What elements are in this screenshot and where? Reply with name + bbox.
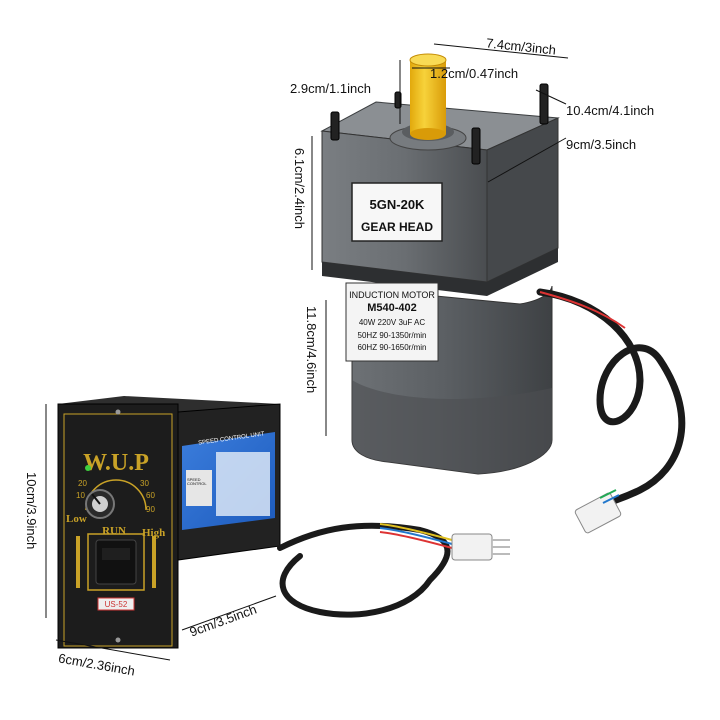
dim-housing-depth: 9cm/3.5inch [566, 137, 637, 152]
controller-side-diagram [216, 452, 270, 516]
scale-20: 20 [78, 479, 87, 488]
gearhead-label-line1: 5GN-20K [370, 197, 426, 212]
low-label: Low [66, 513, 87, 525]
motor-cable-wires [539, 291, 626, 329]
scale-60: 60 [146, 491, 155, 500]
output-shaft [389, 53, 467, 151]
switch-bezel [87, 533, 145, 591]
high-label: High [142, 527, 165, 539]
motor-label-line4: 50HZ 90-1350r/min [358, 331, 427, 340]
run-label: RUN [102, 525, 126, 537]
controller-cable [277, 522, 451, 618]
controller-connector [451, 533, 510, 561]
scale-30: 30 [140, 479, 149, 488]
motor-connector [574, 489, 622, 534]
dim-motor-height: 11.8cm/4.6inch [304, 306, 319, 394]
dim-controller-height: 10cm/3.9inch [24, 472, 39, 550]
dimension-lines [45, 43, 569, 661]
motor-cable [536, 288, 686, 508]
motor-label-line5: 60HZ 90-1650r/min [358, 343, 427, 352]
gearhead-label-plate [351, 182, 443, 242]
gear-motor: 5GN-20K GEAR HEAD INDUCTION MOTOR M540-4… [320, 53, 686, 534]
controller-brand: W.U.P [83, 450, 149, 476]
controller-side-box [186, 470, 212, 506]
controller-cable-wires [379, 523, 453, 541]
gearhead-label-line2: GEAR HEAD [361, 220, 433, 234]
side-sticker-box-label: SPEED CONTROL [187, 477, 207, 486]
motor-label-line1: INDUCTION MOTOR [349, 290, 435, 300]
dim-gearhead-height: 6.1cm/2.4inch [292, 148, 307, 229]
dim-shaft-diameter: 1.2cm/0.47inch [430, 66, 519, 81]
scale-90: 90 [146, 505, 155, 514]
dim-bolt-spacing: 10.4cm/4.1inch [566, 103, 655, 118]
motor-flange [322, 248, 558, 296]
dim-shaft-length: 2.9cm/1.1inch [290, 81, 371, 96]
motor-label-line2: M540-402 [367, 302, 417, 314]
motor-label-line3: 40W 220V 3uF AC [359, 318, 425, 327]
speed-knob[interactable] [85, 489, 115, 519]
power-indicator-led [85, 465, 91, 471]
model-tag [97, 597, 135, 611]
model-tag-text: US-52 [105, 600, 128, 609]
scale-10: 10 [76, 491, 85, 500]
speed-controller: W.U.P 10 20 30 60 90 Low RUN High US-52 [57, 396, 510, 649]
motor-rear-band [352, 380, 552, 474]
motor-label-plate [345, 282, 439, 362]
rocker-switch[interactable] [95, 539, 137, 585]
